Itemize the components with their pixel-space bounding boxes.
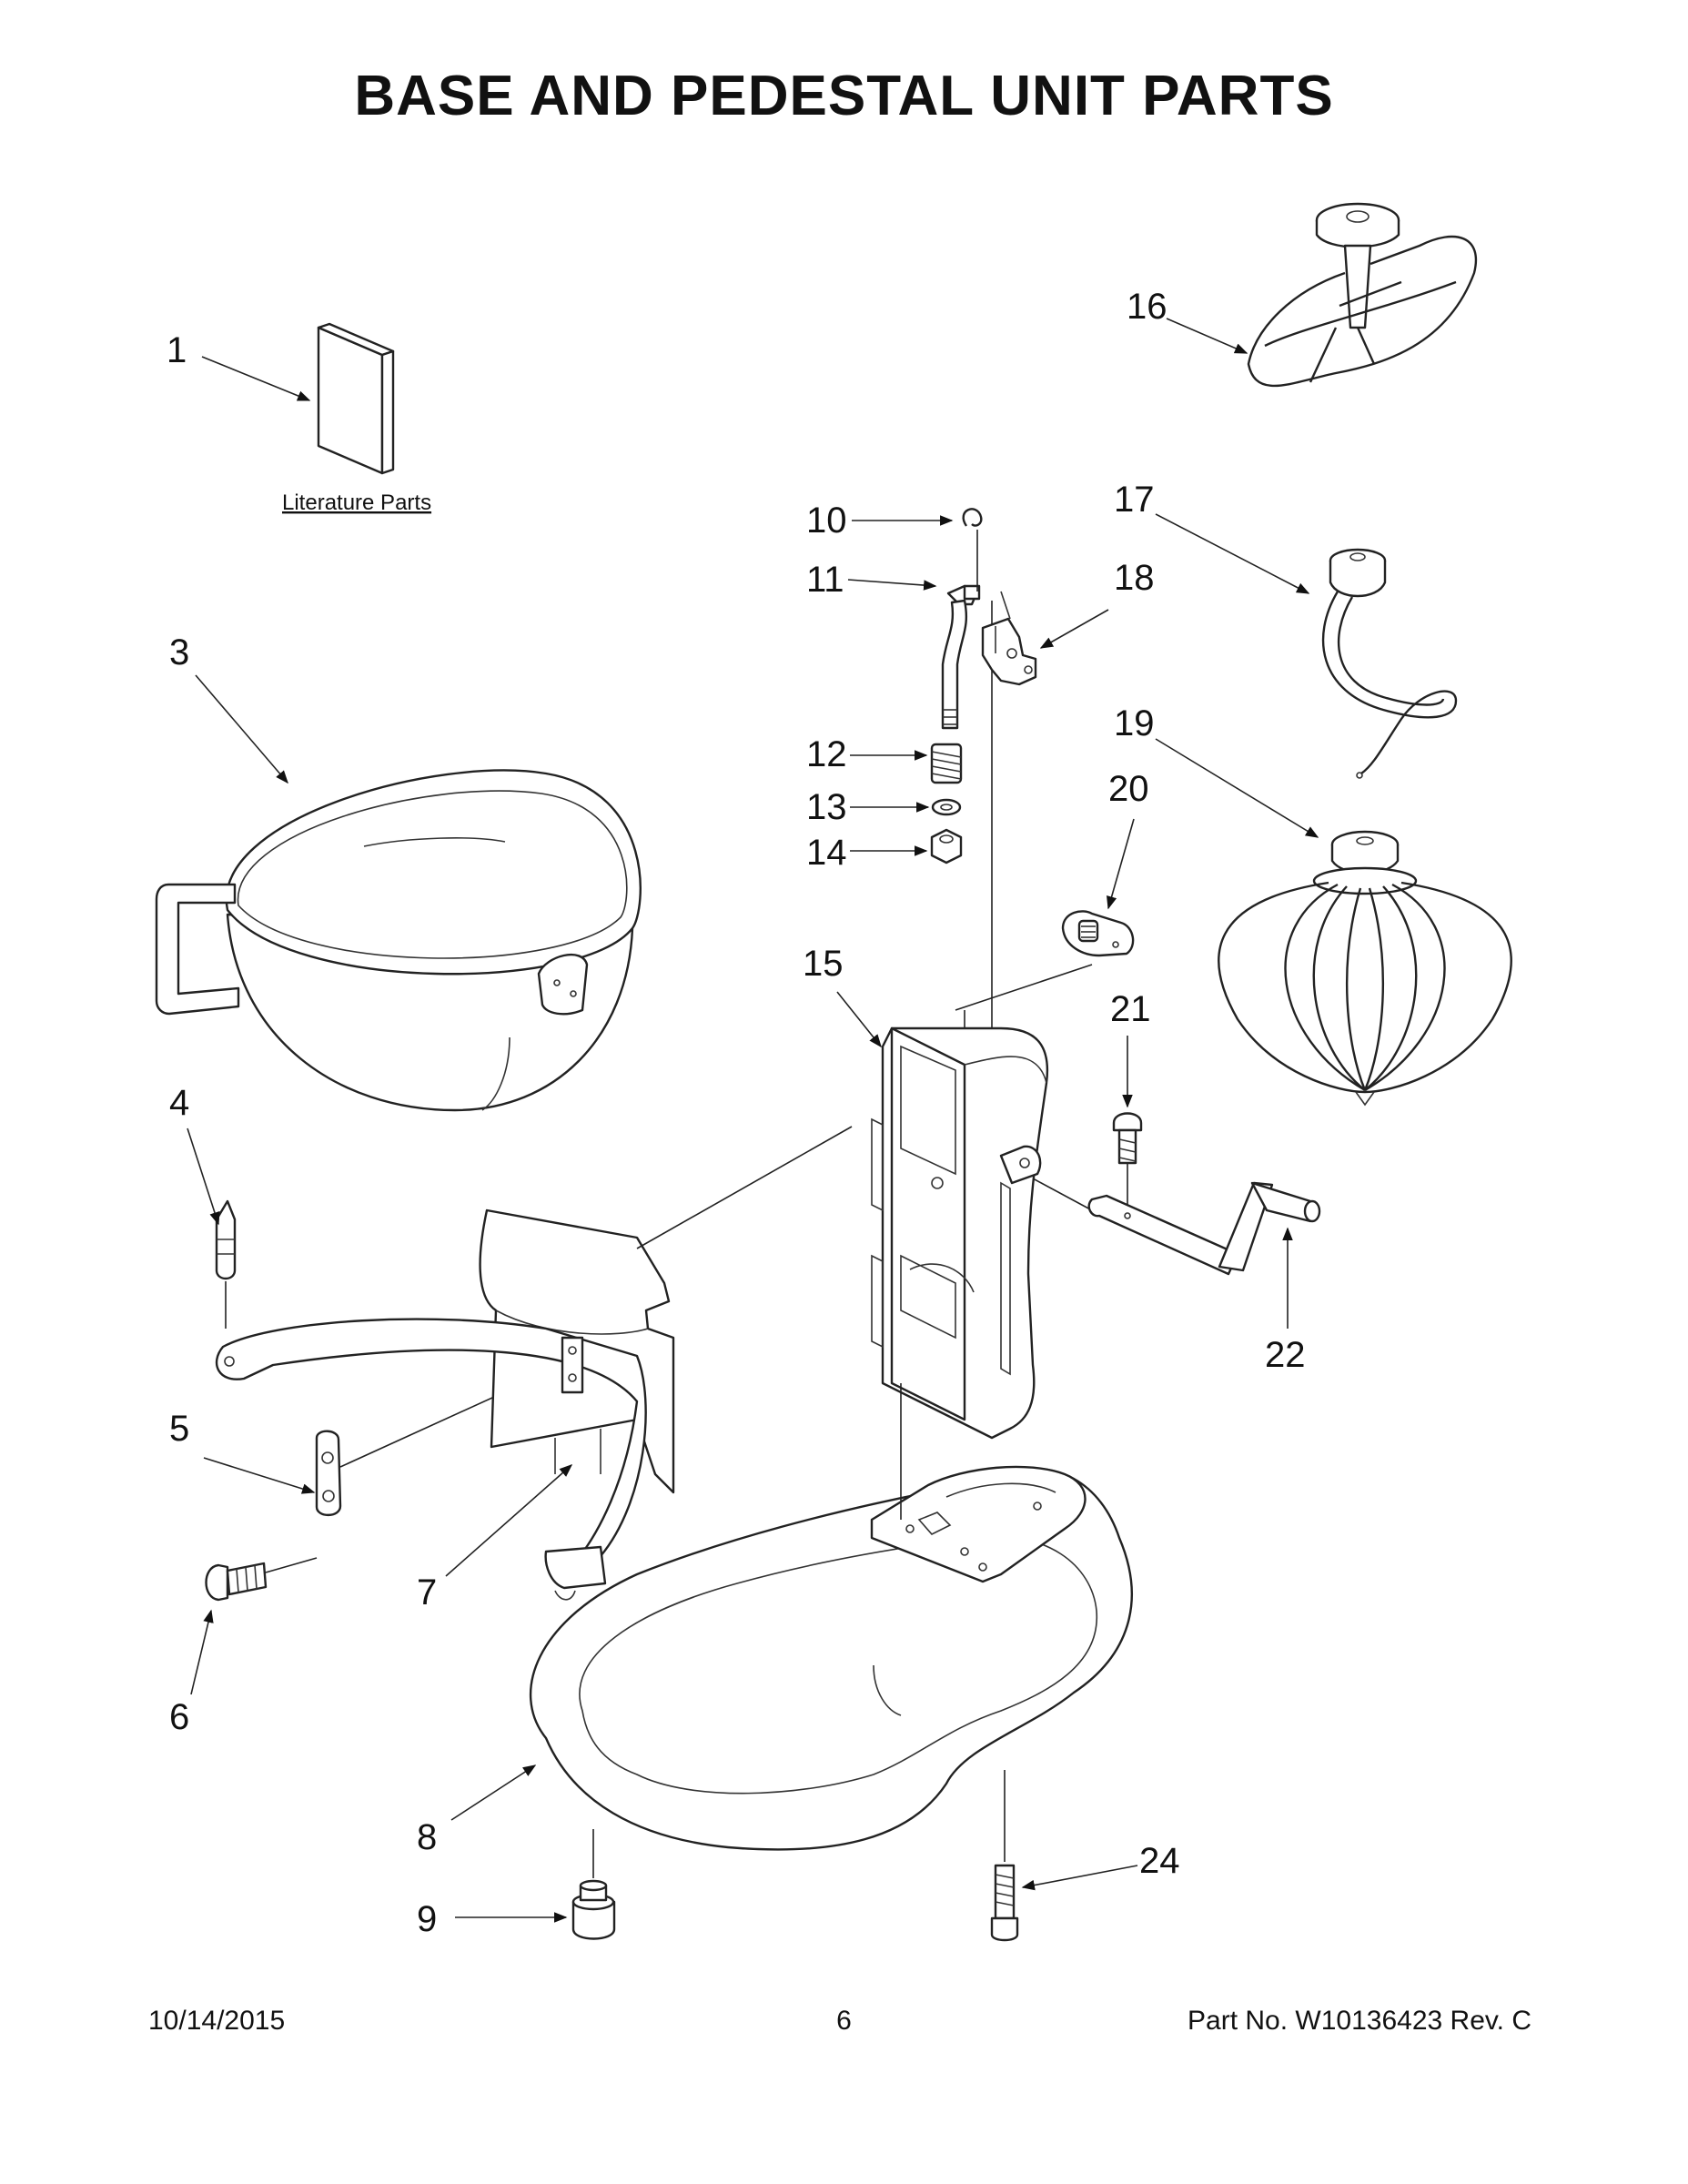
literature-parts-label: Literature Parts xyxy=(282,490,431,515)
callout-4: 4 xyxy=(169,1083,189,1123)
part-17-dough-hook xyxy=(1321,548,1458,779)
callout-10: 10 xyxy=(806,500,847,541)
callout-16: 16 xyxy=(1127,287,1167,327)
callout-24: 24 xyxy=(1139,1841,1180,1881)
part-1-literature xyxy=(317,322,395,475)
part-4-pin xyxy=(215,1199,237,1329)
part-8-base xyxy=(529,1465,1133,1851)
callout-3: 3 xyxy=(169,632,189,672)
page-title: BASE AND PEDESTAL UNIT PARTS xyxy=(354,65,1334,127)
callout-17: 17 xyxy=(1114,480,1155,520)
callout-5: 5 xyxy=(169,1409,189,1449)
callout-21: 21 xyxy=(1110,989,1151,1029)
callout-22: 22 xyxy=(1265,1335,1306,1375)
callout-15: 15 xyxy=(803,944,844,984)
callout-8: 8 xyxy=(417,1817,437,1857)
part-22-crank-pin xyxy=(1087,1181,1321,1276)
footer-part-number: Part No. W10136423 Rev. C xyxy=(1188,2006,1531,2036)
part-7-bowl-support xyxy=(215,1208,675,1601)
part-14-nut xyxy=(930,828,963,864)
callout-6: 6 xyxy=(169,1697,189,1737)
callout-7: 7 xyxy=(417,1572,437,1613)
callout-13: 13 xyxy=(806,787,847,827)
callout-12: 12 xyxy=(806,734,847,774)
part-13-washer xyxy=(931,798,962,816)
part-15-pedestal xyxy=(871,964,1093,1520)
callout-19: 19 xyxy=(1114,703,1155,743)
part-3-bowl xyxy=(155,769,642,1112)
callout-18: 18 xyxy=(1114,558,1155,598)
part-16-flat-beater xyxy=(1247,202,1477,388)
part-9-foot xyxy=(571,1829,616,1940)
part-11-hinge-pin xyxy=(941,530,993,1046)
part-12-spring xyxy=(930,743,963,784)
part-19-wire-whip xyxy=(1218,830,1512,1107)
part-20-control-knob xyxy=(1061,910,1135,957)
callout-1: 1 xyxy=(167,330,187,370)
part-6-screw xyxy=(205,1557,318,1602)
footer-date: 10/14/2015 xyxy=(148,2006,286,2036)
part-18-hinge-bracket xyxy=(981,591,1037,686)
footer-page-number: 6 xyxy=(836,2006,852,2036)
callout-14: 14 xyxy=(806,833,847,873)
part-24-screw xyxy=(990,1770,1019,1942)
callout-9: 9 xyxy=(417,1899,437,1939)
part-21-screw xyxy=(1112,1112,1143,1216)
callout-11: 11 xyxy=(806,560,844,600)
callout-20: 20 xyxy=(1108,769,1149,809)
part-10-clip xyxy=(962,508,983,527)
